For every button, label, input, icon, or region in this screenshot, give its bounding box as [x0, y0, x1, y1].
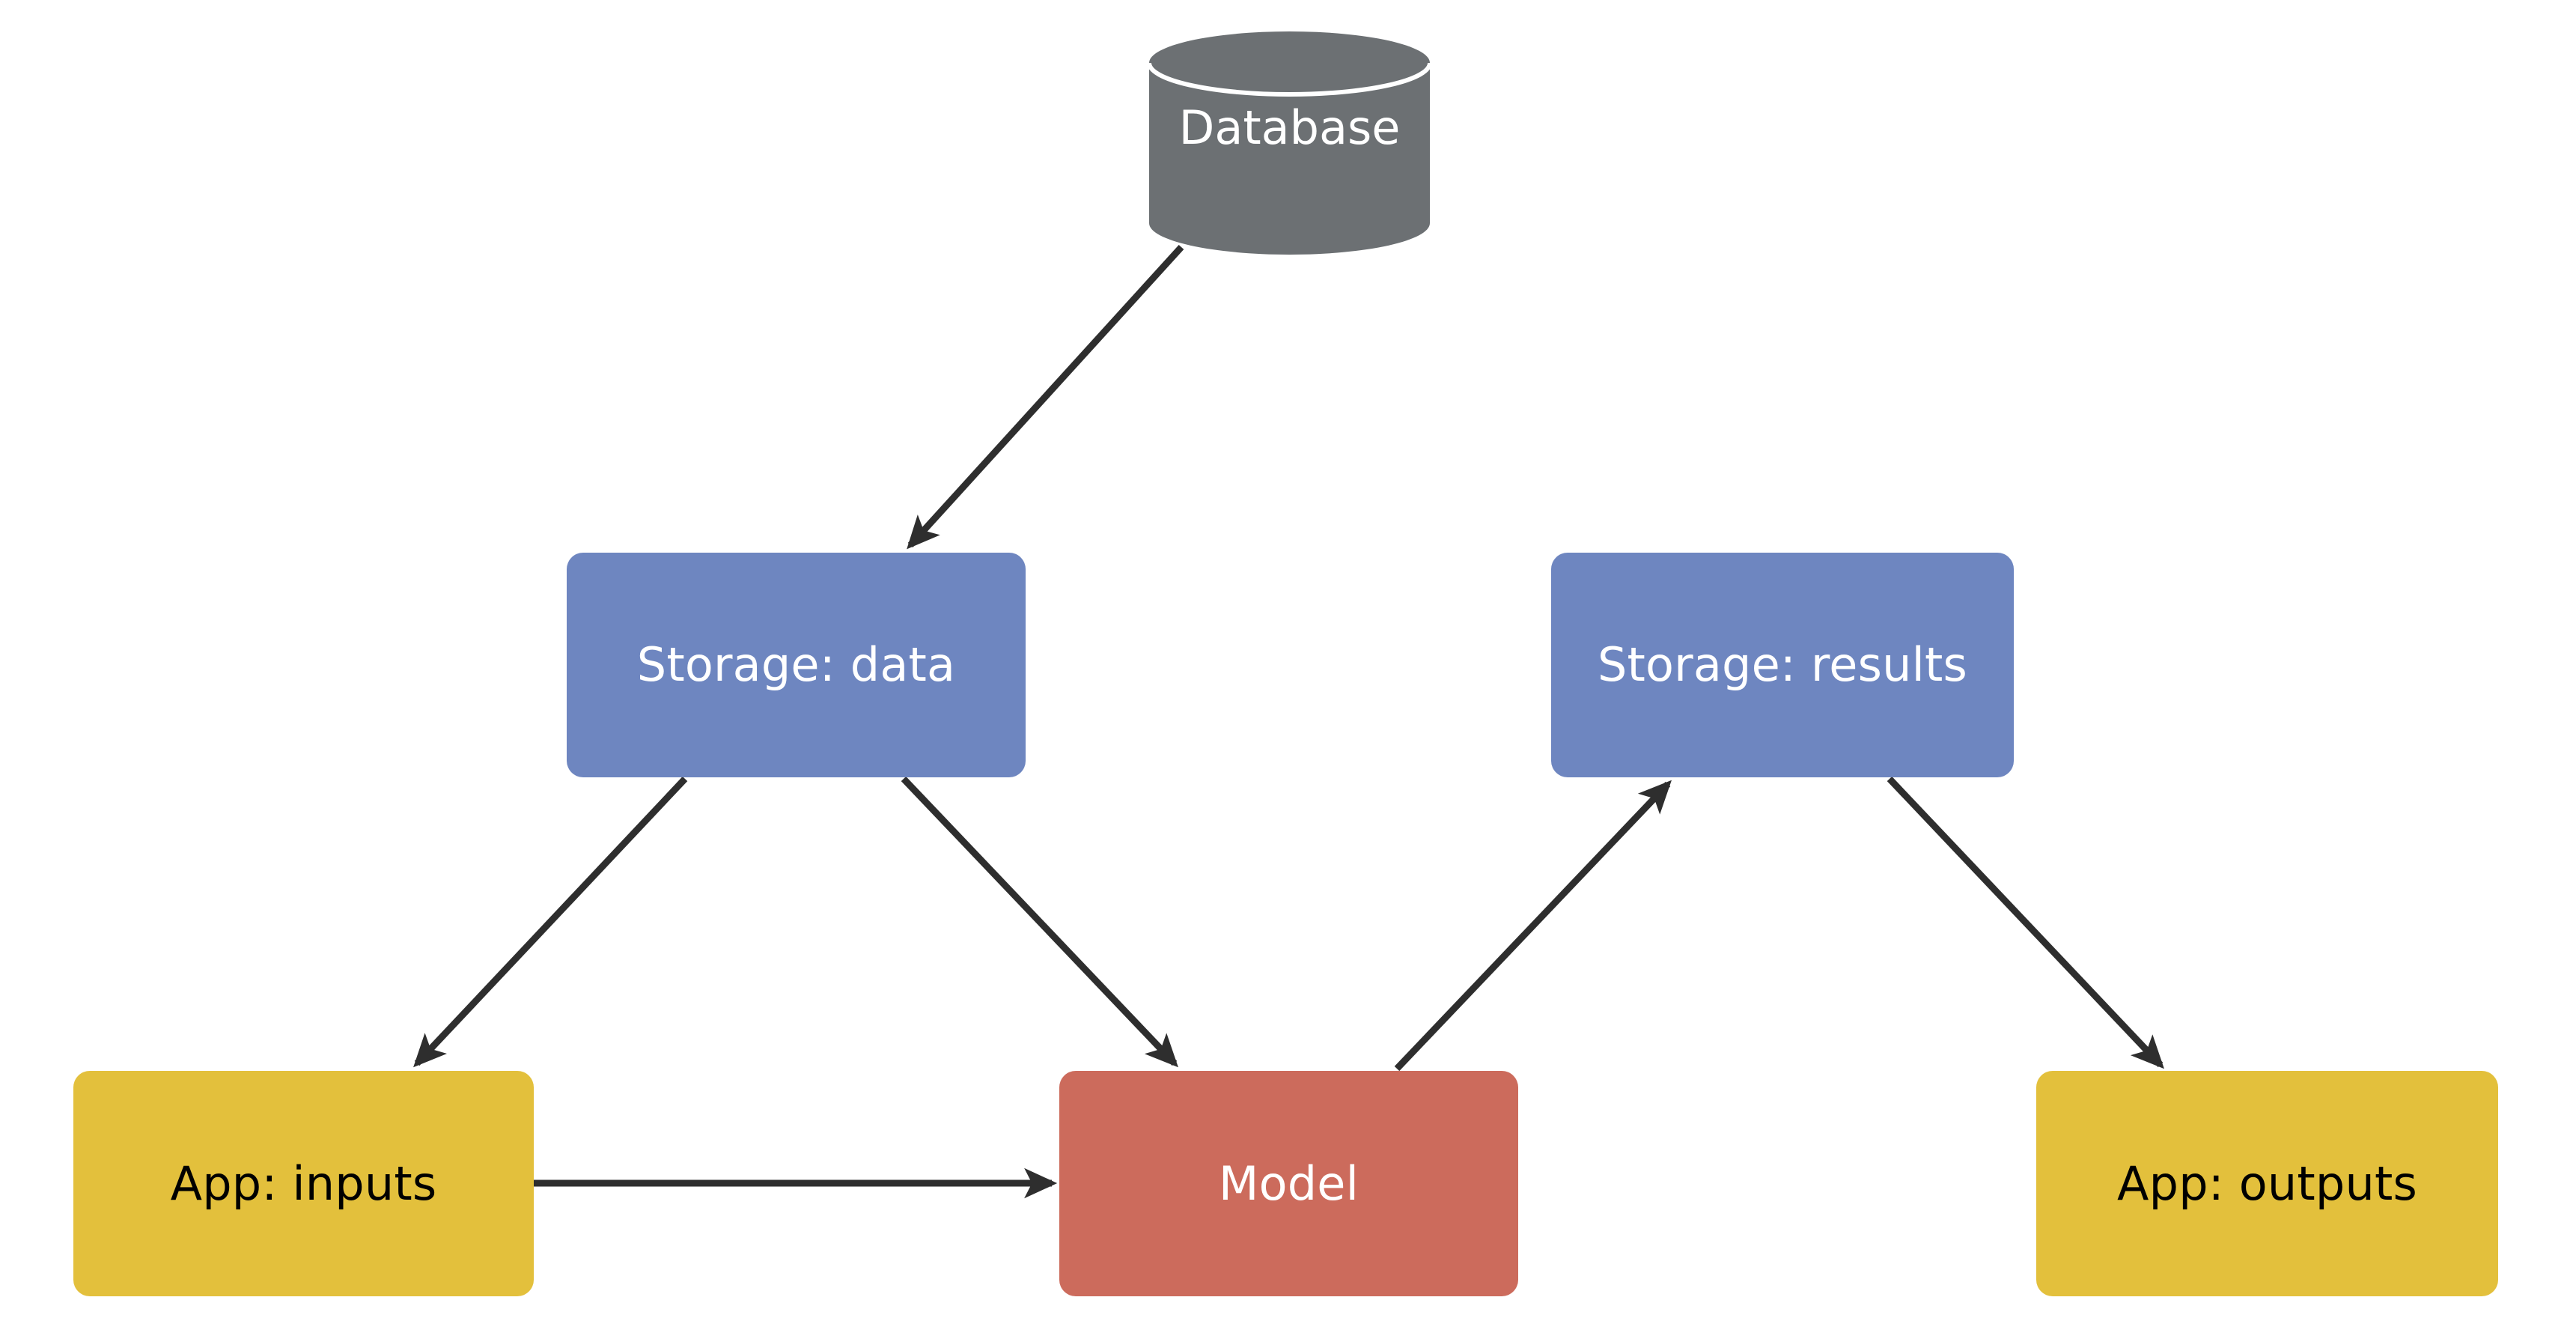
edge-model-to-storage-results [1394, 780, 1672, 1072]
node-app-outputs[interactable]: App: outputs [2036, 1071, 2498, 1296]
node-app-inputs-label: App: inputs [170, 1156, 437, 1211]
node-storage-data[interactable]: Storage: data [567, 553, 1026, 777]
node-app-inputs[interactable]: App: inputs [73, 1071, 534, 1296]
edge-storage-data-to-model [901, 776, 1178, 1068]
node-app-outputs-label: App: outputs [2117, 1156, 2417, 1211]
edge-database-to-storage-data [907, 244, 1184, 550]
node-database-label: Database [1178, 100, 1401, 155]
node-storage-results[interactable]: Storage: results [1551, 553, 2014, 777]
node-model-label: Model [1218, 1156, 1359, 1211]
node-database[interactable]: Database [1149, 31, 1430, 255]
edge-storage-results-to-app-outputs [1887, 776, 2164, 1069]
node-storage-data-label: Storage: data [636, 637, 956, 692]
node-model[interactable]: Model [1059, 1071, 1518, 1296]
edge-storage-data-to-app-inputs [413, 776, 688, 1068]
node-storage-results-label: Storage: results [1597, 637, 1968, 692]
database-cylinder-icon [1149, 31, 1430, 255]
